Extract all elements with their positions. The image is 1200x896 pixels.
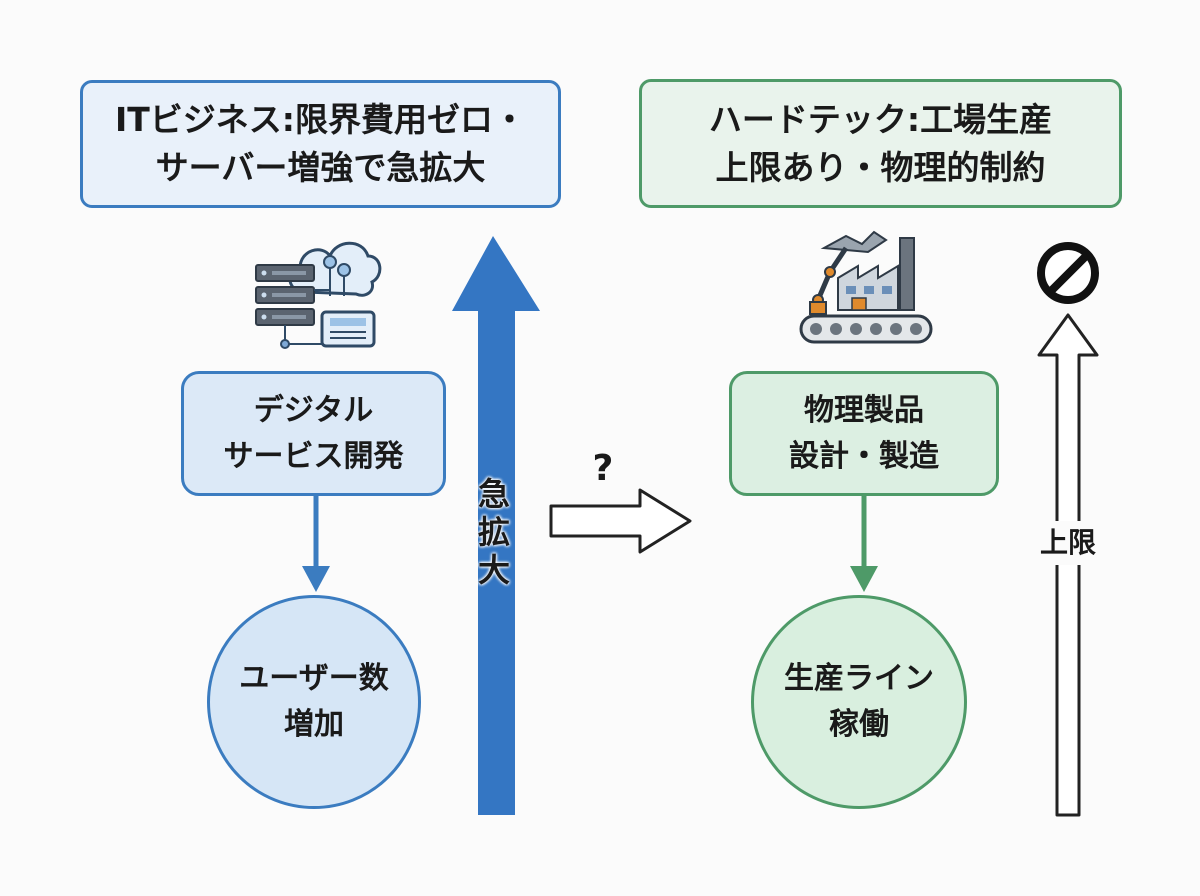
it-business-title: ITビジネス:限界費用ゼロ・ サーバー増強で急拡大: [80, 80, 561, 208]
rapid-growth-char-2: 拡: [477, 513, 510, 551]
hw-circle-line-1: 生産ライン: [784, 661, 934, 696]
user-growth-circle: ユーザー数 増加: [207, 595, 421, 809]
it-node-line-1: デジタル: [253, 392, 374, 428]
limit-label: 上限: [1027, 521, 1109, 565]
hw-node-line-1: 物理製品: [804, 392, 924, 428]
physical-product-node: 物理製品 設計・製造: [729, 371, 999, 496]
hardtech-title: ハードテック:工場生産 上限あり・物理的制約: [639, 79, 1122, 208]
production-line-circle: 生産ライン 稼働: [751, 595, 967, 809]
transition-arrow: [549, 488, 692, 554]
hw-node-line-2: 設計・製造: [789, 438, 939, 474]
it-node-line-2: サービス開発: [223, 438, 404, 474]
limit-arrow: [1037, 313, 1099, 817]
hw-circle-line-2: 稼働: [829, 707, 889, 742]
rapid-growth-label: 急 拡 大: [476, 475, 512, 589]
server-cloud-icon: [255, 241, 382, 349]
rapid-growth-char-1: 急: [477, 475, 510, 513]
it-title-line-1: ITビジネス:限界費用ゼロ・: [115, 100, 526, 139]
question-mark: ?: [592, 448, 614, 489]
hw-title-line-2: 上限あり・物理的制約: [715, 147, 1046, 187]
hw-title-line-1: ハードテック:工場生産: [708, 99, 1053, 139]
prohibited-icon: [1037, 242, 1099, 304]
it-title-line-2: サーバー増強で急拡大: [155, 148, 486, 187]
it-circle-line-1: ユーザー数: [239, 661, 389, 696]
rapid-growth-char-3: 大: [477, 551, 510, 589]
hw-flow-arrow: [850, 496, 878, 592]
digital-service-node: デジタル サービス開発: [181, 371, 446, 496]
it-circle-line-2: 増加: [284, 707, 344, 742]
it-flow-arrow: [302, 496, 330, 592]
rapid-growth-arrow: [452, 236, 540, 815]
factory-icon: [799, 230, 933, 344]
